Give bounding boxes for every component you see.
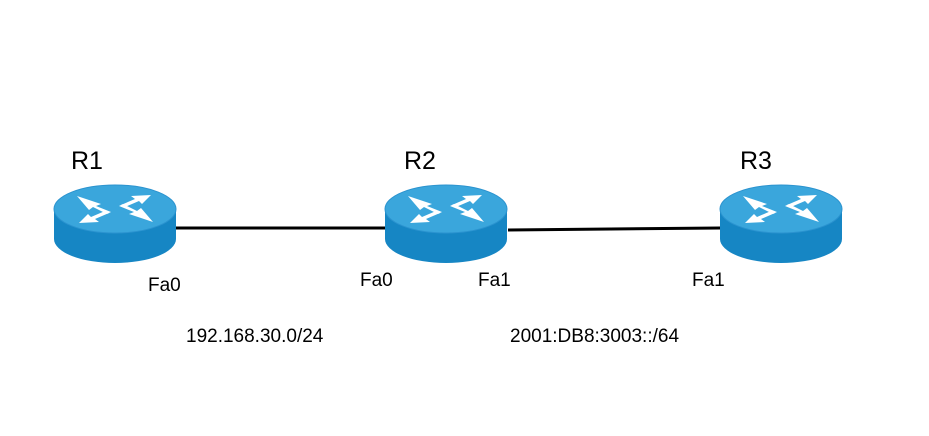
router-icon [719, 184, 843, 264]
interface-label-r1-fa0: Fa0 [148, 275, 181, 296]
network-label-r2-r3: 2001:DB8:3003::/64 [510, 326, 679, 347]
router-r1[interactable] [53, 184, 177, 264]
interface-label-r2-fa0: Fa0 [360, 270, 393, 291]
router-r3[interactable] [719, 184, 843, 264]
router-label-r1: R1 [71, 147, 103, 175]
interface-label-r2-fa1: Fa1 [478, 270, 511, 291]
router-label-r3: R3 [740, 147, 772, 175]
network-label-r1-r2: 192.168.30.0/24 [186, 326, 324, 347]
interface-label-r3-fa1: Fa1 [692, 270, 725, 291]
router-r2[interactable] [384, 184, 508, 264]
link-r2-r3 [507, 226, 721, 232]
router-icon [53, 184, 177, 264]
router-icon [384, 184, 508, 264]
router-label-r2: R2 [404, 147, 436, 175]
